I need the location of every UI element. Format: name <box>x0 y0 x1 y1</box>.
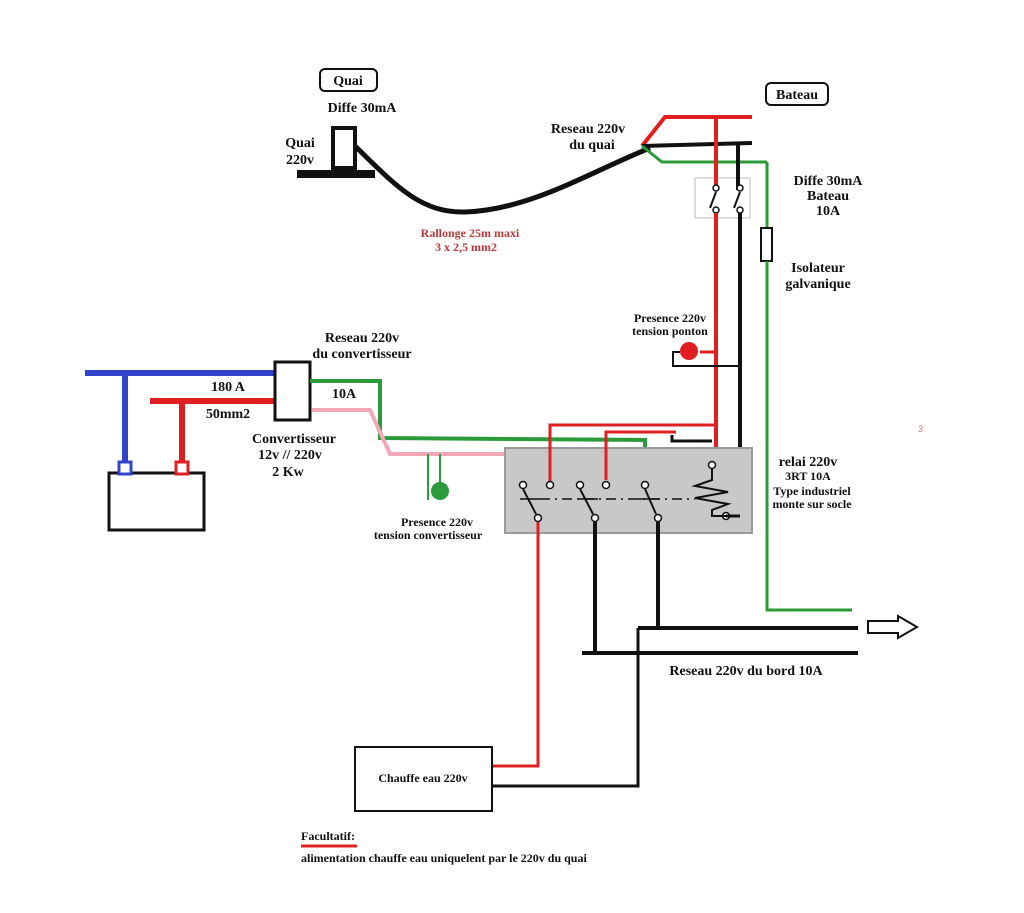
reseau-bord-label: Reseau 220v du bord 10A <box>669 664 823 679</box>
relay-red-wires <box>548 423 716 482</box>
rallonge-label-1: Rallonge 25m maxi <box>421 226 520 240</box>
diffe-bateau-label-1: Diffe 30mA <box>794 174 864 189</box>
presence-conv-label-1: Presence 220v <box>401 515 473 529</box>
presence-ponton-label-1: Presence 220v <box>634 311 706 325</box>
shore-plug-wires <box>640 115 767 164</box>
relay-contacts <box>518 460 740 523</box>
current-10-label: 10A <box>332 387 357 402</box>
heater-black-wire <box>492 628 640 788</box>
isolateur-label-1: Isolateur <box>791 261 845 276</box>
current-180-label: 180 A <box>211 380 246 395</box>
chauffe-eau-label: Chauffe eau 220v <box>378 771 467 785</box>
diffe-bateau-label-2: Bateau <box>807 189 849 204</box>
section-50-label: 50mm2 <box>206 407 250 422</box>
diffe-bateau-label-3: 10A <box>816 204 841 219</box>
converter-label-2: 12v // 220v <box>258 448 322 463</box>
reseau-quai-label-2: du quai <box>569 138 615 153</box>
quai-title: Quai <box>333 74 363 89</box>
quai-label-box <box>319 68 378 92</box>
converter-label-1: Convertisseur <box>252 432 336 447</box>
converter-presence-lamp <box>427 454 449 500</box>
quai-220-label-2: 220v <box>286 153 314 168</box>
converter-label-3: 2 Kw <box>272 465 304 480</box>
facultatif-title: Facultatif: <box>301 829 355 843</box>
heater-red-wire <box>492 522 540 768</box>
ponton-presence-lamp <box>672 342 740 367</box>
earth-wire-bottom <box>765 261 852 612</box>
relai-label-3: Type industriel <box>773 484 851 498</box>
bateau-title: Bateau <box>776 88 818 103</box>
rallonge-label-2: 3 x 2,5 mm2 <box>435 240 497 254</box>
quai-220-label-1: Quai <box>285 136 315 151</box>
extension-cable <box>353 144 651 215</box>
reseau-quai-label-1: Reseau 220v <box>551 122 625 137</box>
presence-ponton-label-2: tension ponton <box>632 324 708 338</box>
converter <box>273 360 312 422</box>
diffe-quai-label: Diffe 30mA <box>328 101 398 116</box>
stray-mark: 3 <box>918 424 923 434</box>
reseau-conv-label-1: Reseau 220v <box>325 331 399 346</box>
relai-label-1: relai 220v <box>779 455 837 470</box>
facultatif-text: alimentation chauffe eau uniquelent par … <box>301 851 587 865</box>
boat-breaker <box>694 117 751 219</box>
presence-conv-label-2: tension convertisseur <box>374 528 483 542</box>
battery <box>107 460 206 532</box>
relai-label-4: monte sur socle <box>772 497 852 511</box>
galvanic-isolator <box>760 227 773 262</box>
output-arrow <box>867 614 919 640</box>
reseau-conv-label-2: du convertisseur <box>312 347 411 362</box>
water-heater <box>354 746 493 812</box>
isolateur-label-2: galvanique <box>785 277 850 292</box>
relai-label-2: 3RT 10A <box>785 469 831 483</box>
bateau-label-box <box>765 82 829 106</box>
relay-coil <box>691 469 732 517</box>
